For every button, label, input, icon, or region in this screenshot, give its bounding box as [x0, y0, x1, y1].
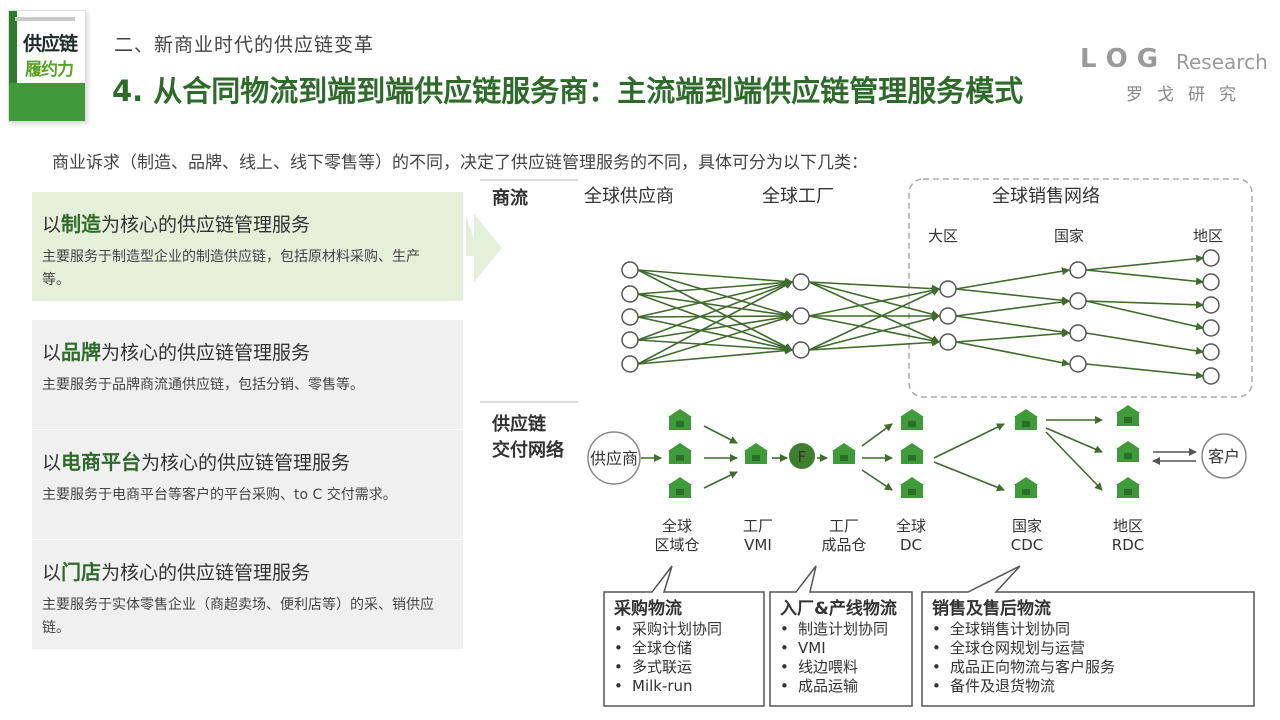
svg-text:CDC: CDC: [1011, 536, 1044, 554]
svg-text:成品运输: 成品运输: [798, 677, 858, 695]
col-header-factory: 全球工厂: [762, 186, 834, 207]
svg-text:Milk-run: Milk-run: [632, 677, 693, 695]
book-top-strip: [15, 17, 75, 21]
warehouse-icons: [668, 405, 1140, 498]
level-country: 国家: [1054, 227, 1084, 245]
callout-box-procurement: 采购物流 • 采购计划协同 • 全球仓储 • 多式联运 • Milk-run: [603, 565, 765, 707]
callout-box-inbound: 入厂&产线物流 • 制造计划协同 • VMI • 线边喂料 • 成品运输: [769, 565, 913, 707]
svg-text:采购物流: 采购物流: [613, 598, 682, 619]
svg-text:•: •: [780, 620, 789, 638]
card-title: 以门店为核心的供应链管理服务: [42, 560, 311, 584]
svg-text:销售及售后物流: 销售及售后物流: [932, 598, 1051, 619]
svg-text:工厂: 工厂: [743, 517, 773, 535]
svg-text:•: •: [614, 639, 623, 657]
card-ecommerce[interactable]: 以电商平台为核心的供应链管理服务 主要服务于电商平台等客户的平台采购、to C …: [32, 430, 463, 539]
logo-log-letters: L O G: [1080, 44, 1159, 74]
svg-text:多式联运: 多式联运: [632, 658, 692, 676]
svg-text:成品仓: 成品仓: [821, 536, 866, 554]
book-green-band: [9, 83, 85, 121]
network-edges: [637, 254, 1204, 380]
row-label-delivery-2: 交付网络: [492, 439, 564, 461]
customer-node-label: 客户: [1208, 447, 1240, 466]
svg-text:入厂&产线物流: 入厂&产线物流: [780, 598, 897, 619]
level-area: 地区: [1193, 227, 1223, 245]
logo-research-text: Research: [1176, 50, 1268, 74]
factory-marker-label: F: [798, 448, 807, 466]
row-label-commerce: 商流: [492, 187, 528, 209]
svg-text:制造计划协同: 制造计划协同: [798, 620, 888, 638]
svg-text:国家: 国家: [1012, 517, 1042, 535]
svg-text:全球: 全球: [896, 517, 926, 535]
row-label-delivery-1: 供应链: [491, 413, 547, 435]
svg-text:地区: 地区: [1113, 517, 1143, 535]
svg-text:全球仓网规划与运营: 全球仓网规划与运营: [950, 639, 1085, 657]
book-spine: [9, 11, 17, 121]
svg-text:线边喂料: 线边喂料: [798, 658, 858, 676]
customer-node: [1201, 433, 1247, 479]
card-desc: 主要服务于实体零售企业（商超卖场、便利店等）的采、销供应链。: [42, 597, 434, 636]
svg-text:•: •: [780, 658, 789, 676]
svg-text:全球仓储: 全球仓储: [632, 639, 692, 657]
intro-text: 商业诉求（制造、品牌、线上、线下零售等）的不同，决定了供应链管理服务的不同，具体…: [52, 153, 868, 173]
card-store[interactable]: 以门店为核心的供应链管理服务 主要服务于实体零售企业（商超卖场、便利店等）的采、…: [32, 540, 463, 649]
callout-box-sales: 销售及售后物流 • 全球销售计划协同 • 全球仓网规划与运营 • 成品正向物流与客户服…: [921, 565, 1255, 707]
svg-text:•: •: [614, 677, 623, 695]
svg-text:•: •: [614, 620, 623, 638]
svg-text:工厂: 工厂: [829, 517, 859, 535]
card-manufacturing[interactable]: 以制造为核心的供应链管理服务 主要服务于制造型企业的制造供应链，包括原材料采购、…: [32, 192, 463, 301]
card-desc: 主要服务于电商平台等客户的平台采购、to C 交付需求。: [42, 487, 397, 503]
factory-marker: [789, 443, 815, 469]
svg-text:VMI: VMI: [798, 639, 826, 657]
book-subtitle: 履约力: [25, 60, 74, 80]
svg-text:•: •: [932, 639, 941, 657]
col-header-supplier: 全球供应商: [584, 186, 674, 207]
section-title: 二、新商业时代的供应链变革: [114, 34, 375, 56]
svg-text:RDC: RDC: [1112, 536, 1144, 554]
page-title: 4. 从合同物流到端到端供应链服务商：主流端到端供应链管理服务模式: [112, 74, 1024, 108]
svg-text:成品正向物流与客户服务: 成品正向物流与客户服务: [950, 658, 1115, 676]
svg-text:VMI: VMI: [744, 536, 772, 554]
supplier-node: [587, 431, 641, 485]
logo-cn-text: 罗戈研究: [1126, 85, 1250, 105]
card-desc: 主要服务于品牌商流通供应链，包括分销、零售等。: [42, 377, 364, 393]
card-brand[interactable]: 以品牌为核心的供应链管理服务 主要服务于品牌商流通供应链，包括分销、零售等。: [32, 320, 463, 429]
level-region: 大区: [928, 227, 958, 245]
supplier-node-label: 供应商: [590, 449, 638, 468]
svg-text:全球: 全球: [662, 517, 692, 535]
svg-text:DC: DC: [900, 536, 922, 554]
card-title: 以制造为核心的供应链管理服务: [42, 212, 311, 236]
card-title: 以电商平台为核心的供应链管理服务: [42, 450, 351, 474]
warehouse-labels: 全球 区域仓 工厂 VMI 工厂 成品仓 全球 DC 国家 CDC 地区 RDC: [654, 517, 1144, 554]
network-nodes: [621, 249, 1220, 385]
svg-text:全球销售计划协同: 全球销售计划协同: [950, 620, 1070, 638]
svg-text:区域仓: 区域仓: [654, 536, 699, 554]
book-title: 供应链: [23, 33, 78, 55]
col-header-sales: 全球销售网络: [992, 186, 1100, 207]
card-title: 以品牌为核心的供应链管理服务: [42, 340, 311, 364]
svg-text:采购计划协同: 采购计划协同: [632, 620, 722, 638]
active-card-pointer: [466, 214, 502, 282]
card-desc: 主要服务于制造型企业的制造供应链，包括原材料采购、生产等。: [42, 249, 420, 288]
svg-text:•: •: [932, 677, 941, 695]
book-cover-image: 供应链 履约力: [8, 10, 86, 122]
svg-text:•: •: [932, 620, 941, 638]
svg-text:•: •: [780, 677, 789, 695]
delivery-edges: [641, 416, 1103, 492]
svg-text:备件及退货物流: 备件及退货物流: [950, 677, 1055, 695]
svg-text:•: •: [614, 658, 623, 676]
svg-text:•: •: [780, 639, 789, 657]
svg-text:•: •: [932, 658, 941, 676]
